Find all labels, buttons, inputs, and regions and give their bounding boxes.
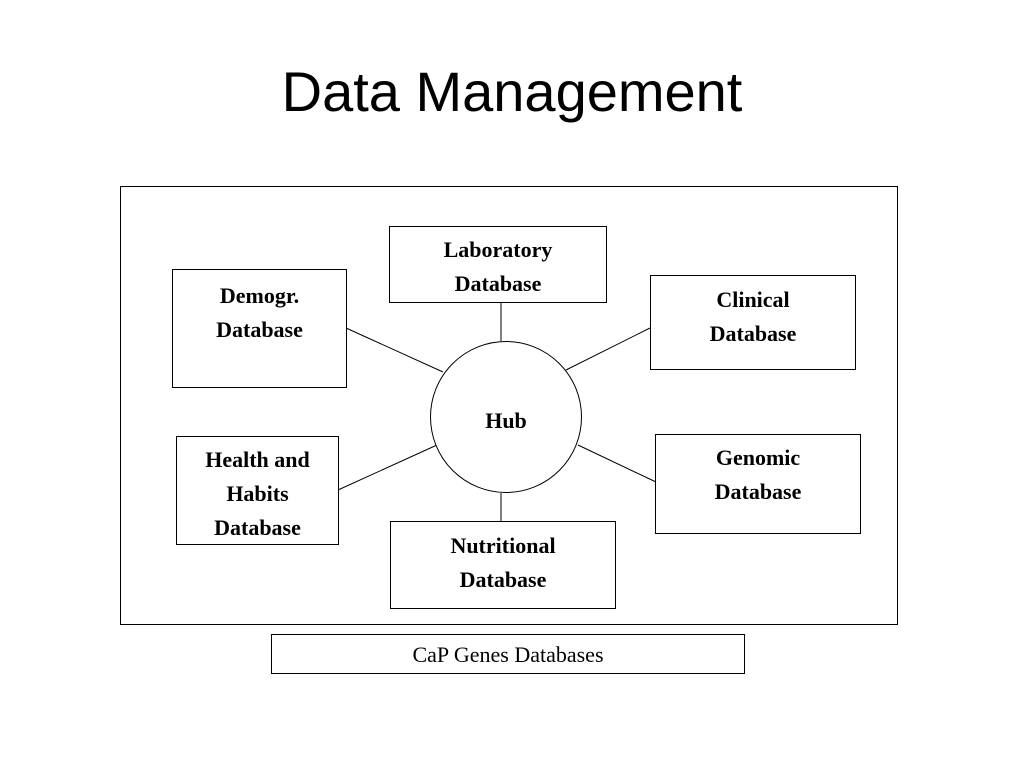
health-habits-database-box: Health and Habits Database <box>176 436 339 545</box>
laboratory-database-line-1: Laboratory <box>443 237 553 262</box>
nutritional-database-box: Nutritional Database <box>390 521 616 609</box>
demographic-database-line-1: Demogr. <box>219 283 300 308</box>
genomic-database-line-1: Genomic <box>715 445 801 470</box>
slide-title: Data Management <box>281 60 743 123</box>
diagram-frame <box>120 186 898 625</box>
nutritional-database-line-1: Nutritional <box>450 533 556 558</box>
connector-health-habits <box>337 444 438 491</box>
nutritional-database-line-2: Database <box>459 567 547 592</box>
laboratory-database-box: Laboratory Database <box>389 226 607 303</box>
connector-demographic <box>345 327 444 373</box>
demographic-database-box: Demogr. Database <box>172 269 347 388</box>
clinical-database-line-2: Database <box>709 321 797 346</box>
connector-genomic <box>577 444 657 483</box>
health-habits-database-line-3: Database <box>214 515 301 540</box>
demographic-database-line-2: Database <box>216 317 303 342</box>
laboratory-database-line-2: Database <box>454 271 542 296</box>
genomic-database-box: Genomic Database <box>655 434 861 534</box>
connector-clinical <box>565 327 651 371</box>
hub-label: Hub <box>485 408 527 433</box>
clinical-database-box: Clinical Database <box>650 275 856 370</box>
genomic-database-line-2: Database <box>714 479 802 504</box>
hub-circle: Hub <box>430 341 582 493</box>
health-habits-database-line-1: Health and <box>205 447 310 472</box>
health-habits-database-line-2: Habits <box>226 481 289 506</box>
clinical-database-line-1: Clinical <box>716 287 790 312</box>
caption-box: CaP Genes Databases <box>271 634 745 674</box>
